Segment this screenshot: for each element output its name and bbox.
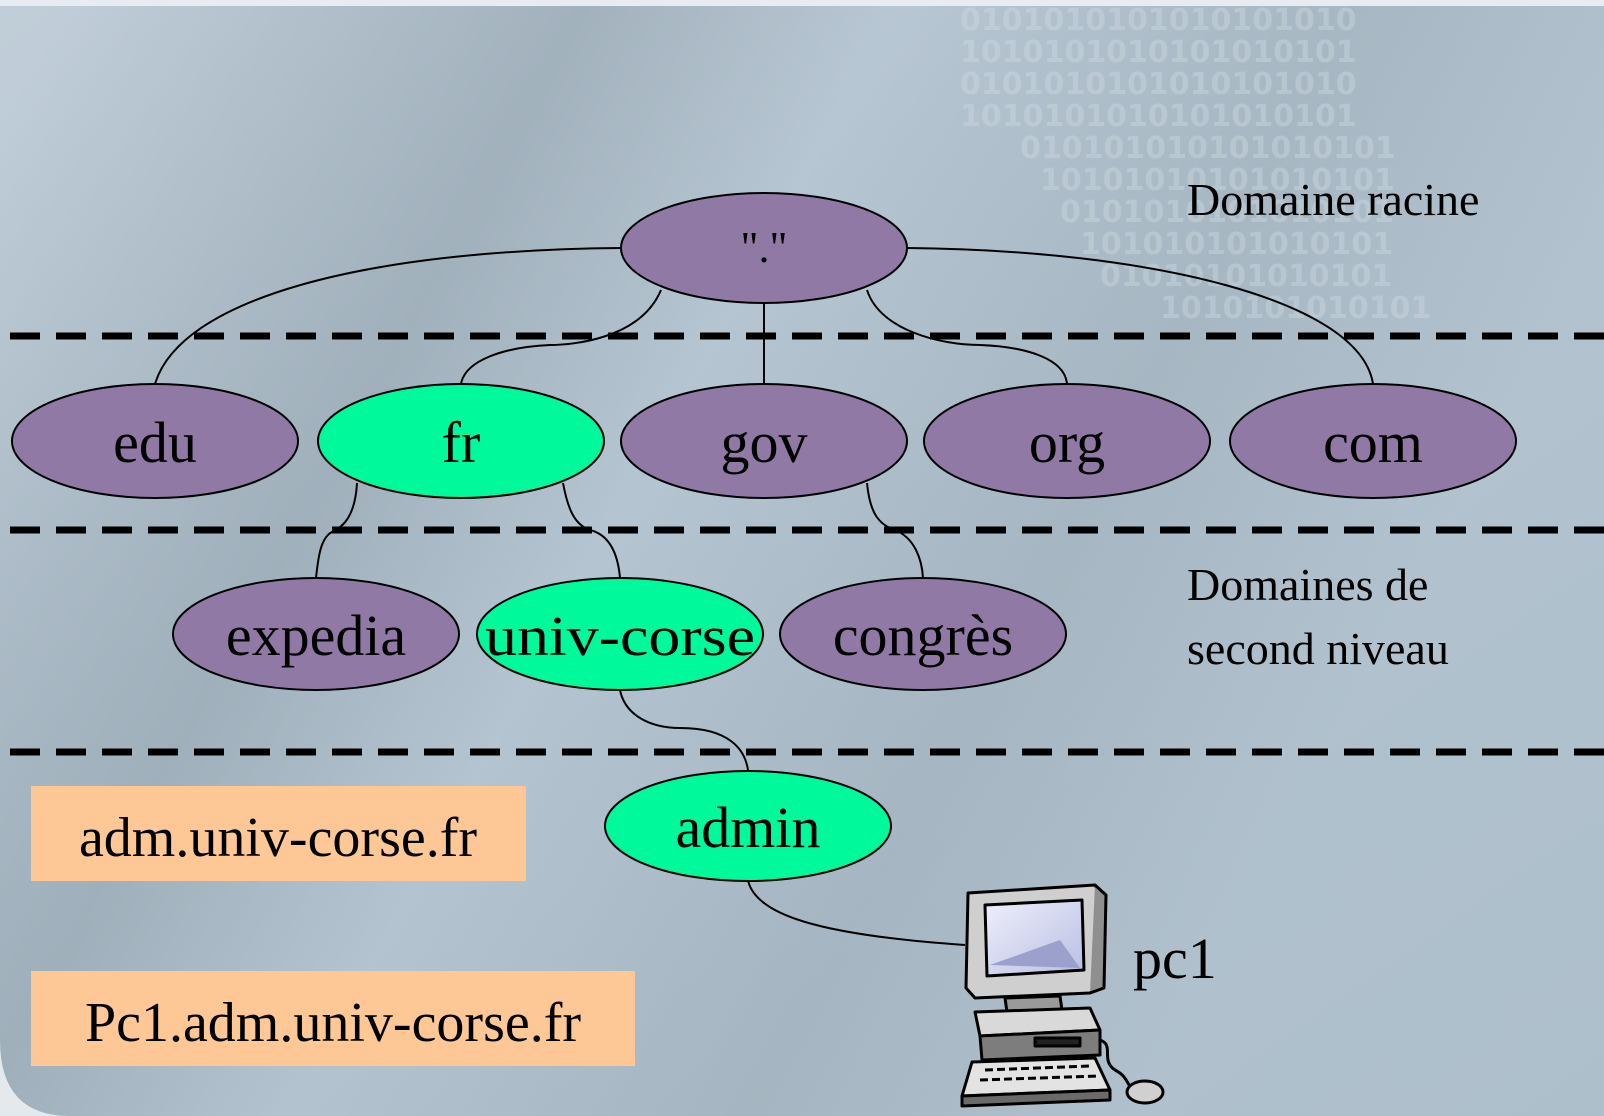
annotation-second-level-line1: Domaines de: [1187, 559, 1428, 610]
edge-fr-univcorse: [562, 482, 621, 579]
edge-root-org: [866, 289, 1068, 385]
edge-root-edu: [154, 247, 623, 385]
tree-edges: [154, 247, 1374, 946]
node-label-fr: fr: [442, 410, 481, 475]
fqdn-box-adm: [31, 786, 526, 881]
annotation-second-level-line2: second niveau: [1187, 623, 1449, 674]
node-label-com: com: [1323, 410, 1423, 475]
svg-text:0101010101010101010: 0101010101010101010: [960, 3, 1357, 38]
node-label-gov: gov: [721, 410, 808, 475]
node-label-expedia: expedia: [226, 603, 406, 668]
desktop-computer-icon: [960, 883, 1165, 1108]
node-com: [1229, 383, 1517, 499]
svg-text:1010101010101010101: 1010101010101010101: [960, 99, 1357, 134]
node-univ-corse: [476, 577, 764, 691]
node-label-edu: edu: [113, 410, 197, 475]
node-label-org: org: [1029, 410, 1105, 475]
edge-root-fr: [460, 289, 662, 385]
svg-text:0101010101010101010: 0101010101010101010: [960, 67, 1357, 102]
edge-gov-congres: [866, 482, 924, 579]
top-edge: [0, 0, 1604, 6]
third-level-nodes: admin: [604, 770, 892, 882]
fqdn-example-pc1: Pc1.adm.univ-corse.fr: [31, 971, 635, 1066]
node-admin: [604, 770, 892, 882]
edge-univcorse-admin: [619, 689, 749, 771]
root-node-label: ".": [741, 223, 788, 272]
fqdn-box-pc1: [31, 971, 635, 1066]
corner-curve: [0, 1040, 70, 1116]
node-fr: [317, 383, 605, 499]
root-node-shape: [620, 192, 908, 304]
node-label-congres: congrès: [833, 603, 1013, 668]
svg-text:1010101010101: 1010101010101: [1160, 291, 1431, 326]
node-label-univ-corse: univ-corse: [485, 606, 755, 668]
node-edu: [11, 383, 299, 499]
root-node: ".": [620, 192, 908, 304]
tld-nodes: edu fr gov org com: [11, 383, 1517, 499]
edge-root-com: [906, 247, 1374, 385]
fqdn-example-adm: adm.univ-corse.fr: [31, 786, 526, 881]
node-expedia: [172, 577, 460, 691]
node-label-admin: admin: [676, 795, 821, 860]
level-separators: [10, 332, 1604, 756]
svg-text:1010101010101010101: 1010101010101010101: [960, 35, 1357, 70]
svg-text:010101010101010101: 010101010101010101: [1020, 131, 1396, 166]
binary-pattern-decoration: 0101010101010101010 1010101010101010101 …: [960, 3, 1431, 326]
edge-fr-expedia: [315, 482, 358, 579]
fqdn-text-adm: adm.univ-corse.fr: [79, 807, 477, 869]
edge-admin-pc1: [747, 879, 966, 946]
svg-text:101010101010101: 101010101010101: [1080, 227, 1393, 262]
second-level-nodes: expedia univ-corse congrès: [172, 577, 1067, 691]
svg-text:0101010101010101: 0101010101010101: [1060, 195, 1394, 230]
node-org: [923, 383, 1211, 499]
host-label-pc1: pc1: [1133, 926, 1217, 991]
annotation-root-level: Domaine racine: [1187, 174, 1479, 225]
svg-text:10101010101010101: 10101010101010101: [1040, 163, 1395, 198]
fqdn-text-pc1: Pc1.adm.univ-corse.fr: [85, 992, 581, 1054]
node-gov: [620, 383, 908, 499]
node-congres: [779, 577, 1067, 691]
svg-text:01010101010101: 01010101010101: [1100, 259, 1392, 294]
